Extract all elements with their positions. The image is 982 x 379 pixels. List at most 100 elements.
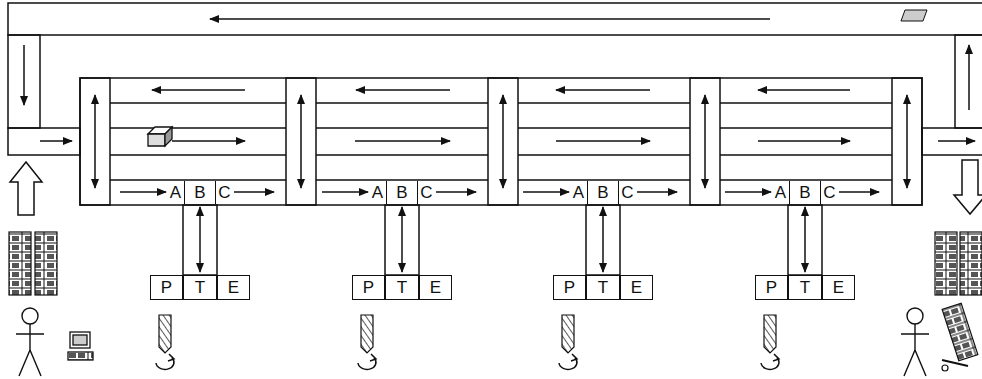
- station-slot: B: [789, 181, 821, 204]
- station-letter: B: [396, 184, 407, 201]
- computer: [73, 335, 87, 345]
- station-letter: T: [598, 279, 608, 296]
- flow-arrows: [839, 191, 879, 193]
- lift-arrow: [401, 207, 403, 272]
- machine-box: P: [755, 275, 788, 300]
- flow-arrows: [938, 140, 975, 142]
- station-letter: B: [799, 184, 810, 201]
- flow-arrows: [120, 191, 166, 193]
- station-slot: A: [772, 181, 789, 204]
- flow-arrows: [556, 140, 650, 142]
- conveyor-frame: [80, 78, 110, 205]
- conveyor-frame: [955, 35, 982, 128]
- station-letter: E: [228, 279, 239, 296]
- lift-arrow: [602, 207, 604, 272]
- flow-arrows: [502, 95, 504, 188]
- station-letter: B: [597, 184, 608, 201]
- station-letter: T: [397, 279, 407, 296]
- part-stacks: [942, 303, 978, 361]
- lane-lines: [518, 103, 690, 180]
- station-letter: E: [430, 279, 441, 296]
- machine-box: T: [586, 275, 620, 300]
- transfer-arrows: [10, 162, 42, 215]
- machine-box: T: [385, 275, 419, 300]
- operators: [907, 308, 923, 324]
- machine-box: T: [788, 275, 822, 300]
- lane-lines: [110, 103, 892, 180]
- lane-lines: [110, 103, 286, 180]
- part-stacks: [960, 232, 982, 295]
- workpiece: [148, 134, 165, 146]
- flow-arrows: [23, 45, 25, 105]
- conveyor-frame: [690, 78, 720, 205]
- flow-arrows: [523, 191, 569, 193]
- flow-arrows: [637, 191, 677, 193]
- flow-arrows: [704, 95, 706, 188]
- operators: [22, 308, 38, 324]
- flow-arrows: [152, 89, 245, 91]
- conveyor-frame: [8, 3, 982, 35]
- conveyor-frame: [922, 128, 982, 155]
- station-slot: B: [587, 181, 619, 204]
- computer: [68, 352, 93, 360]
- part-stacks: [9, 232, 31, 295]
- station-letter: P: [363, 279, 374, 296]
- machine-box: E: [419, 275, 452, 300]
- station-letter: E: [631, 279, 642, 296]
- drills: [358, 315, 376, 369]
- conveyor-frame: [8, 128, 80, 155]
- conveyor-frame: [892, 78, 922, 205]
- machine-box: T: [183, 275, 217, 300]
- flow-arrows: [356, 89, 450, 91]
- workpiece: [165, 127, 172, 146]
- flow-arrows: [725, 191, 771, 193]
- lift-arrow: [804, 207, 806, 272]
- workpiece: [901, 10, 927, 21]
- station-letter: C: [420, 184, 432, 201]
- machine-box: P: [352, 275, 385, 300]
- lift-arrow: [199, 207, 201, 272]
- lift-lanes: [788, 205, 822, 275]
- station-letter: C: [218, 184, 230, 201]
- lift-lanes: [183, 205, 217, 275]
- transfer-arrows: [954, 160, 982, 214]
- station-letter: T: [800, 279, 810, 296]
- station-slot: A: [570, 181, 587, 204]
- computer: [68, 332, 93, 360]
- station-slot: C: [418, 181, 435, 204]
- flow-arrows: [355, 140, 450, 142]
- station-slot: B: [386, 181, 418, 204]
- flow-arrows: [322, 191, 368, 193]
- station-letter: P: [564, 279, 575, 296]
- conveyor-frame: [488, 78, 518, 205]
- station-slot: B: [184, 181, 216, 204]
- machine-box: E: [822, 275, 855, 300]
- station-letter: C: [621, 184, 633, 201]
- flow-arrows: [968, 45, 970, 110]
- station-letter: A: [775, 184, 786, 201]
- flow-arrows: [758, 89, 850, 91]
- machine-box: P: [553, 275, 586, 300]
- flow-arrows: [436, 191, 476, 193]
- flow-arrows: [94, 95, 96, 188]
- part-stacks: [9, 232, 982, 371]
- operators: [16, 308, 929, 376]
- flow-arrows: [906, 95, 908, 188]
- station-letter: C: [823, 184, 835, 201]
- operators: [16, 324, 44, 376]
- conveyor-frame: [8, 3, 982, 205]
- drills: [156, 315, 779, 369]
- station-letter: B: [194, 184, 205, 201]
- flow-arrows: [234, 191, 274, 193]
- machine-box: E: [217, 275, 250, 300]
- part-stacks: [935, 232, 957, 295]
- drills: [559, 315, 577, 369]
- conveyor-frame: [80, 78, 922, 205]
- workpiece: [148, 10, 927, 146]
- station-slot: A: [369, 181, 386, 204]
- drills: [761, 315, 779, 369]
- machine-box: E: [620, 275, 653, 300]
- station-slot: A: [167, 181, 184, 204]
